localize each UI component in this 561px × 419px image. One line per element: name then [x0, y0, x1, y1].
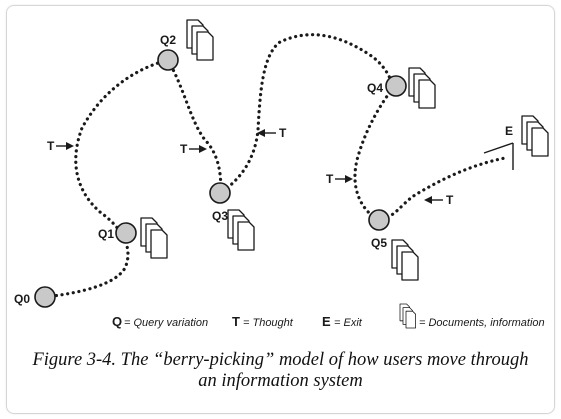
label-q1: Q1	[98, 227, 114, 241]
legend-docs-text: = Documents, information	[419, 317, 545, 329]
caption-line-1: Figure 3-4. The “berry-picking” model of…	[32, 350, 529, 370]
legend-thought-key: T	[232, 314, 240, 329]
svg-text:T: T	[446, 193, 454, 207]
exit-symbol	[483, 142, 514, 170]
search-path	[43, 33, 507, 299]
thought-arrow: T	[257, 126, 287, 140]
documents-icon	[140, 217, 168, 259]
documents-icon	[521, 115, 549, 157]
node-q5	[368, 209, 390, 231]
caption-line-2: an information system	[198, 371, 363, 391]
label-q5: Q5	[371, 236, 387, 250]
label-q3: Q3	[212, 209, 228, 223]
svg-text:T: T	[47, 139, 55, 153]
node-q2	[157, 49, 179, 71]
thought-arrow: T	[326, 172, 353, 186]
figure-frame	[6, 5, 555, 414]
node-q3	[209, 182, 231, 204]
label-q4: Q4	[367, 81, 383, 95]
node-q4	[385, 75, 407, 97]
thought-arrow: T	[180, 142, 207, 156]
legend: Q = Query variation T = Thought E = Exit…	[112, 303, 545, 329]
label-q2: Q2	[160, 33, 176, 47]
label-exit: E	[505, 124, 513, 138]
node-q0	[34, 286, 56, 308]
legend-documents-icon	[399, 303, 416, 329]
thought-arrow: T	[47, 139, 74, 153]
svg-text:T: T	[180, 142, 188, 156]
svg-text:T: T	[326, 172, 334, 186]
thought-arrow: T	[424, 193, 454, 207]
label-q0: Q0	[14, 292, 30, 306]
node-q1	[115, 222, 137, 244]
documents-icon	[391, 239, 419, 281]
figure-caption: Figure 3-4. The “berry-picking” model of…	[14, 350, 547, 392]
legend-exit-key: E	[322, 314, 331, 329]
documents-icon	[408, 67, 436, 109]
legend-query-text: = Query variation	[124, 317, 208, 329]
legend-exit-text: = Exit	[334, 317, 363, 329]
legend-query-key: Q	[112, 314, 122, 329]
documents-icon	[186, 19, 214, 61]
documents-icon	[227, 209, 255, 251]
svg-text:T: T	[279, 126, 287, 140]
berry-picking-diagram: Q0 Q1 Q2 Q3 Q4 Q5 E T T T T T Q = Query …	[14, 19, 549, 329]
legend-thought-text: = Thought	[243, 317, 294, 329]
